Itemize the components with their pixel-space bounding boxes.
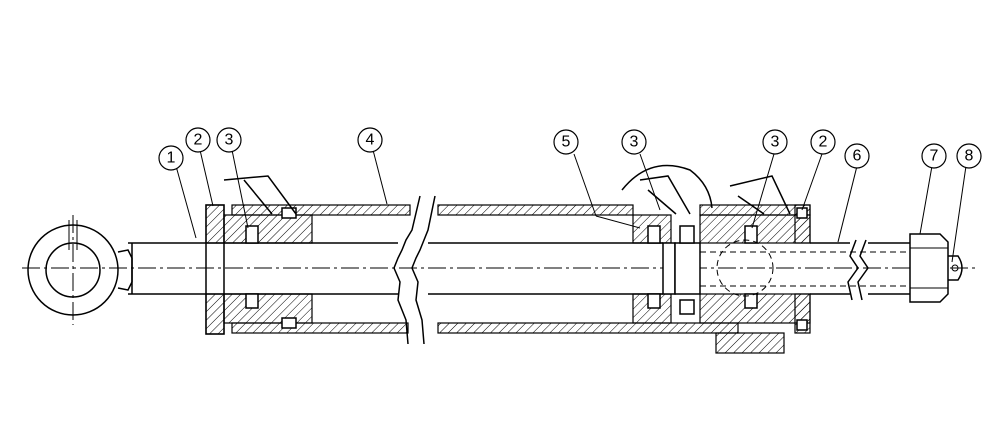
balloon-3-left-label: 3 (225, 132, 234, 149)
balloon-5-label: 5 (562, 134, 571, 151)
balloon-6: 6 (844, 143, 870, 169)
balloon-3-mid: 3 (621, 129, 647, 155)
balloon-3-right-label: 3 (771, 134, 780, 151)
cotter-pin (948, 255, 963, 281)
balloon-2-right-label: 2 (819, 134, 828, 151)
balloon-2-left: 2 (185, 127, 211, 153)
rod-eye (27, 215, 133, 325)
balloon-7-label: 7 (930, 148, 939, 165)
balloon-6-label: 6 (853, 148, 862, 165)
piston-assembly (621, 164, 811, 354)
hex-nut (909, 233, 949, 303)
balloon-3-mid-label: 3 (630, 134, 639, 151)
barrel-tube (231, 204, 811, 334)
balloon-5: 5 (553, 129, 579, 155)
balloon-2-left-label: 2 (194, 132, 203, 149)
rod-extension (700, 239, 910, 301)
balloon-3-left: 3 (216, 127, 242, 153)
balloon-3-right: 3 (762, 129, 788, 155)
rod-gland (205, 175, 313, 335)
balloon-1: 1 (158, 145, 184, 171)
balloon-8: 8 (956, 143, 982, 169)
check-ball (716, 239, 774, 297)
leader-lines (175, 149, 967, 263)
balloon-8-label: 8 (965, 148, 974, 165)
balloon-1-label: 1 (167, 150, 176, 167)
balloon-4-label: 4 (366, 132, 375, 149)
balloon-4: 4 (357, 127, 383, 153)
break-lines (393, 195, 436, 345)
balloon-7: 7 (921, 143, 947, 169)
balloon-2-right: 2 (810, 129, 836, 155)
